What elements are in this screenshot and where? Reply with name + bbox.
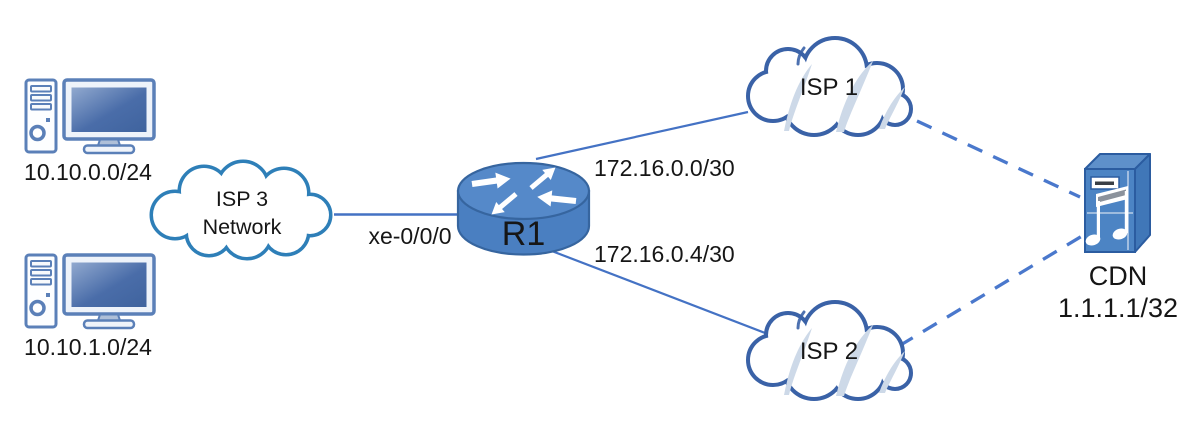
tower-icon — [24, 253, 58, 329]
cloud-label-isp3-line1: ISP 3 — [215, 187, 269, 211]
server-address-label: 1.1.1.1/32 — [1057, 293, 1179, 323]
link-isp2-to-cdn — [898, 231, 1088, 348]
music-note-icon — [1085, 186, 1128, 246]
monitor-icon — [62, 78, 156, 155]
link-r1-to-isp2 — [543, 246, 774, 338]
tower-icon — [24, 78, 58, 154]
cloud-label-isp3-line2: Network — [202, 215, 282, 239]
workstation-icon — [24, 253, 156, 330]
server-label-cdn: CDN — [1088, 261, 1148, 291]
interface-label-xe000: xe-0/0/0 — [368, 223, 452, 249]
workstation-icon — [24, 78, 156, 155]
cloud-label-isp2: ISP 2 — [799, 338, 859, 365]
router-icon — [456, 161, 591, 256]
router-arrows-icon — [471, 167, 577, 215]
subnet-label-lan-bottom: 10.10.1.0/24 — [24, 334, 152, 360]
drive-slot — [1090, 176, 1120, 190]
subnet-label-lan-top: 10.10.0.0/24 — [24, 159, 152, 185]
router-label: R1 — [501, 215, 546, 253]
link-r1-to-isp1 — [535, 110, 749, 161]
monitor-icon — [62, 253, 156, 330]
cloud-label-isp3: ISP 3 Network — [148, 185, 336, 241]
link-isp1-to-cdn — [916, 119, 1081, 199]
subnet-label-link-isp2: 172.16.0.4/30 — [594, 241, 735, 267]
cloud-label-isp1: ISP 1 — [799, 74, 859, 101]
subnet-label-link-isp1: 172.16.0.0/30 — [594, 155, 735, 181]
media-server-icon — [1084, 153, 1151, 253]
